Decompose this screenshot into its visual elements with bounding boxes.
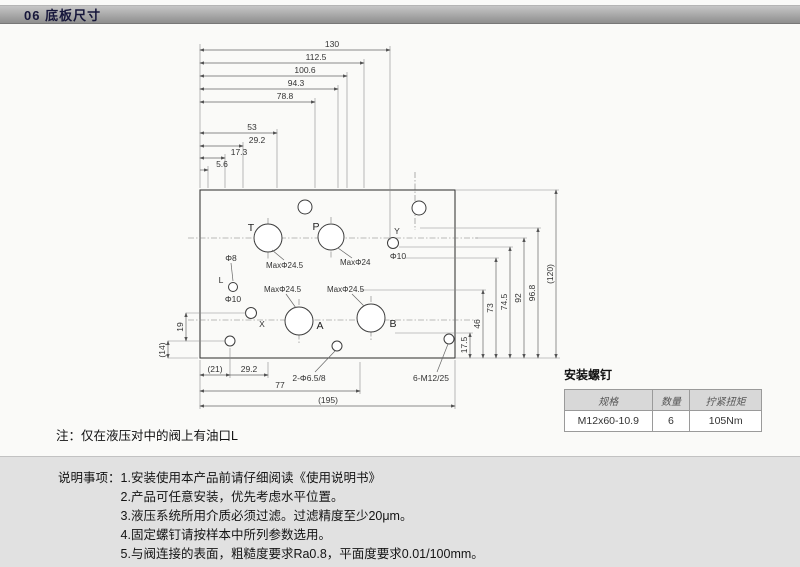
screw-header-qty: 数量 bbox=[651, 389, 691, 411]
dim-bottom-29-2: 29.2 bbox=[241, 364, 258, 374]
page-title: 06 底板尺寸 bbox=[24, 8, 102, 23]
dim-top-17-3: 17.3 bbox=[231, 147, 248, 157]
dim-top-78-8: 78.8 bbox=[277, 91, 294, 101]
port-label-y: Y bbox=[394, 226, 400, 236]
screw-torque-value: 105Nm bbox=[689, 410, 762, 432]
screw-qty-value: 6 bbox=[651, 410, 691, 432]
leader-lines bbox=[230, 247, 449, 373]
screw-table-data-row: M12x60-10.9 6 105Nm bbox=[564, 410, 762, 432]
instruction-item-1: 1.安装使用本产品前请仔细阅读《使用说明书》 bbox=[120, 471, 381, 485]
dim-left-19: 19 bbox=[175, 322, 185, 332]
screw-table: 规格 数量 拧紧扭矩 M12x60-10.9 6 105Nm bbox=[564, 389, 762, 432]
mounting-screw-block: 安装螺钉 规格 数量 拧紧扭矩 M12x60-10.9 6 105Nm bbox=[564, 366, 762, 432]
dim-right-74-5: 74.5 bbox=[499, 293, 509, 310]
dim-right-46: 46 bbox=[472, 319, 482, 329]
port-label-l: L bbox=[219, 275, 224, 285]
instruction-item-4: 4.固定螺钉请按样本中所列参数选用。 bbox=[120, 528, 331, 542]
dim-bottom-195: (195) bbox=[318, 395, 338, 405]
port-label-b: B bbox=[389, 318, 396, 330]
port-label-t: T bbox=[248, 222, 255, 234]
callout-dia-l8: Φ8 bbox=[225, 253, 237, 263]
callout-max-a: MaxΦ24.5 bbox=[264, 285, 302, 294]
port-label-x: X bbox=[259, 319, 265, 329]
dim-top-5-6: 5.6 bbox=[216, 159, 228, 169]
callout-dia-l10: Φ10 bbox=[225, 294, 242, 304]
dim-bottom-77: 77 bbox=[275, 380, 285, 390]
dim-right-96-8: 96.8 bbox=[527, 284, 537, 301]
screw-spec-value: M12x60-10.9 bbox=[564, 410, 653, 432]
dim-right-92: 92 bbox=[513, 293, 523, 303]
dim-top-112-5: 112.5 bbox=[306, 52, 327, 62]
callout-max-p: MaxΦ24 bbox=[340, 258, 371, 267]
dim-left-14: (14) bbox=[157, 342, 167, 357]
screw-header-torque: 拧紧扭矩 bbox=[689, 389, 762, 411]
page-header: 06 底板尺寸 bbox=[0, 5, 800, 24]
dim-top-94-3: 94.3 bbox=[288, 78, 305, 88]
instructions-heading: 说明事项： bbox=[58, 471, 121, 485]
centerlines bbox=[188, 172, 478, 343]
dim-top-29-2: 29.2 bbox=[249, 135, 266, 145]
oil-port-note: 注：仅在液压对中的阀上有油口L bbox=[56, 429, 238, 443]
dim-top-100-6: 100.6 bbox=[294, 65, 316, 75]
callout-max-t: MaxΦ24.5 bbox=[266, 261, 304, 270]
callout-max-b: MaxΦ24.5 bbox=[327, 285, 365, 294]
screw-table-title: 安装螺钉 bbox=[564, 368, 613, 382]
instructions-list: 1.安装使用本产品前请仔细阅读《使用说明书》 2.产品可任意安装，优先考虑水平位… bbox=[121, 469, 484, 564]
plate-outline bbox=[199, 189, 456, 359]
port-labels: T P Y L X A B bbox=[219, 221, 401, 332]
dim-bottom-21: (21) bbox=[207, 364, 222, 374]
instruction-item-2: 2.产品可任意安装，优先考虑水平位置。 bbox=[120, 490, 344, 504]
dim-top-130: 130 bbox=[325, 39, 339, 49]
dim-right-120: (120) bbox=[545, 264, 555, 284]
dimension-lines bbox=[166, 48, 558, 408]
callout-holes-small: 2-Φ6.5/8 bbox=[292, 373, 326, 383]
screw-table-header-row: 规格 数量 拧紧扭矩 bbox=[564, 389, 762, 411]
ports-and-holes bbox=[224, 199, 455, 352]
instruction-item-5: 5.与阀连接的表面，粗糙度要求Ra0.8，平面度要求0.01/100mm。 bbox=[120, 547, 484, 561]
port-label-a: A bbox=[316, 320, 323, 332]
dim-right-17-5: 17.5 bbox=[459, 336, 469, 353]
screw-header-spec: 规格 bbox=[564, 389, 653, 411]
extension-lines bbox=[168, 44, 560, 409]
port-label-p: P bbox=[312, 221, 319, 233]
callout-holes-mount: 6-M12/25 bbox=[413, 373, 449, 383]
instruction-item-3: 3.液压系统所用介质必须过滤。过滤精度至少20μm。 bbox=[120, 509, 413, 523]
callout-dia-y: Φ10 bbox=[390, 251, 407, 261]
dim-top-53: 53 bbox=[247, 122, 257, 132]
dim-right-73: 73 bbox=[485, 303, 495, 313]
dimension-labels: 130 112.5 100.6 94.3 78.8 53 29.2 17.3 5… bbox=[157, 39, 555, 405]
instructions-footer: 说明事项： 1.安装使用本产品前请仔细阅读《使用说明书》 2.产品可任意安装，优… bbox=[0, 456, 800, 567]
